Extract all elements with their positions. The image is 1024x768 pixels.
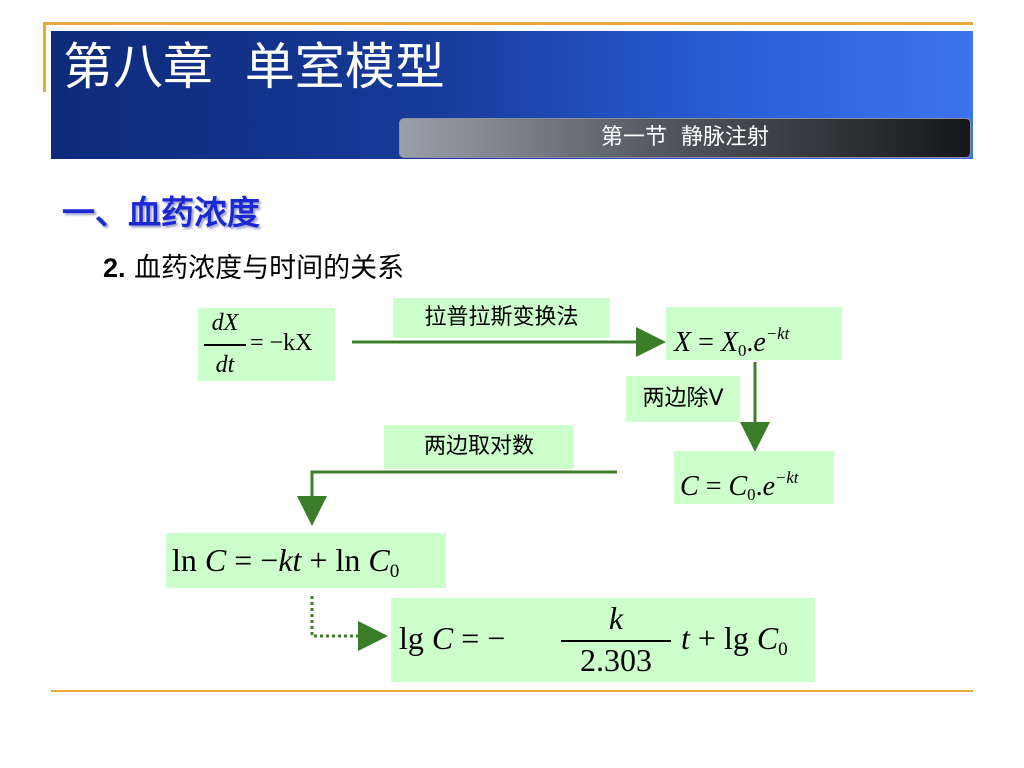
label-divide-v: 两边除V	[626, 376, 740, 422]
section-bar	[399, 118, 971, 158]
arrow-dotted-lg	[310, 596, 388, 651]
eq4-equals: = −	[226, 542, 279, 578]
eq3-var: C	[728, 470, 748, 502]
eq5-frac-den: 2.303	[580, 642, 652, 678]
eq5-equals: = −	[453, 620, 506, 656]
equation-lg: lg C = − k 2.303 t + lg C0	[391, 598, 815, 682]
equation-x-solution: X = X0.e−kt	[666, 307, 842, 360]
subheading-number: 2.	[103, 253, 126, 283]
left-gold-tick	[43, 22, 46, 92]
eq4-plus-ln: + ln	[301, 542, 369, 578]
eq5-lg: lg	[399, 620, 432, 656]
eq5-c: C	[431, 620, 454, 656]
eq3-sub: 0	[747, 484, 756, 504]
eq1-rhs: = −kX	[250, 330, 313, 356]
section-title: 第一节 静脉注射	[601, 125, 769, 150]
equation-c-solution: C = C0.e−kt	[674, 451, 834, 504]
eq1-denominator: dt	[215, 352, 235, 378]
eq4-kt: kt	[278, 542, 302, 578]
subheading: 2. 血药浓度与时间的关系	[103, 246, 404, 291]
eq4-c0: C	[368, 542, 390, 578]
eq3-lhs: C	[680, 470, 699, 502]
eq5-sub: 0	[778, 638, 788, 660]
eq2-dot: .	[746, 326, 754, 358]
arrow-take-log	[297, 470, 617, 526]
label-take-log: 两边取对数	[384, 425, 574, 469]
eq2-var: X	[720, 326, 739, 358]
eq4-ln: ln	[172, 542, 197, 578]
subheading-text: 血药浓度与时间的关系	[134, 253, 405, 284]
eq3-sup: −kt	[775, 468, 799, 487]
eq2-sub: 0	[738, 340, 747, 360]
eq3-dot: .	[755, 470, 763, 502]
eq5-c0: C	[756, 620, 779, 656]
eq5-plus-lg: + lg	[689, 620, 757, 656]
eq5-t: t	[681, 620, 690, 656]
top-gold-rule	[43, 22, 973, 25]
eq4-c: C	[204, 542, 227, 578]
chapter-title: 第八章 单室模型	[63, 38, 445, 96]
eq2-base: e	[753, 326, 766, 358]
eq4-sub: 0	[389, 560, 400, 582]
eq3-equals: =	[698, 470, 729, 502]
equation-ln: ln C = −kt + ln C0	[166, 533, 446, 588]
bottom-gold-rule	[51, 690, 973, 692]
eq2-sup: −kt	[765, 324, 790, 343]
eq2-equals: =	[691, 326, 721, 358]
equation-differential: dX dt = −kX	[198, 308, 335, 381]
eq3-base: e	[762, 470, 775, 502]
eq2-lhs: X	[674, 326, 692, 358]
eq1-numerator: dX	[211, 310, 239, 336]
heading-blood-concentration: 一、血药浓度	[62, 193, 260, 232]
eq5-frac-num: k	[608, 600, 624, 636]
label-laplace: 拉普拉斯变换法	[393, 298, 610, 338]
